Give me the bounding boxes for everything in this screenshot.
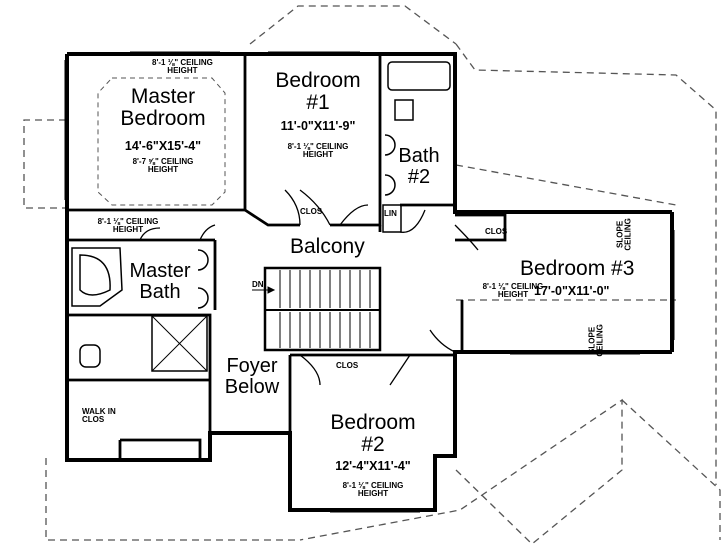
bedroom2-name: Bedroom#2 (330, 411, 416, 457)
master-bedroom-dims: 14'-6"X15'-4" (124, 139, 202, 153)
exterior-walls (65, 52, 674, 512)
staircase (252, 266, 382, 352)
bedroom2-closet: CLOS (336, 361, 359, 370)
roof-outline (23, 5, 721, 544)
tray-ceiling (97, 77, 226, 206)
interior-walls (67, 54, 672, 460)
bedroom3-closet: CLOS (485, 227, 508, 236)
door-swings (139, 189, 479, 386)
bedroom1-closet: CLOS (300, 207, 323, 216)
bedroom1-name: Bedroom#1 (275, 69, 361, 115)
bedroom2-dims: 12'-4"X11'-4" (335, 459, 411, 473)
bedroom1-dims: 11'-0"X11'-9" (280, 119, 356, 133)
master-bath-fixtures (71, 247, 209, 372)
stair-down-label: DN (252, 280, 264, 289)
balcony-name: Balcony (290, 235, 365, 258)
bath2-name: Bath#2 (398, 145, 440, 188)
bath2-fixtures (382, 61, 451, 233)
bedroom3-name: Bedroom #3 (520, 257, 635, 280)
linen-closet: LIN (384, 209, 397, 218)
windows (64, 51, 675, 513)
bedroom3-dims: 17'-0"X11'-0" (534, 284, 610, 298)
